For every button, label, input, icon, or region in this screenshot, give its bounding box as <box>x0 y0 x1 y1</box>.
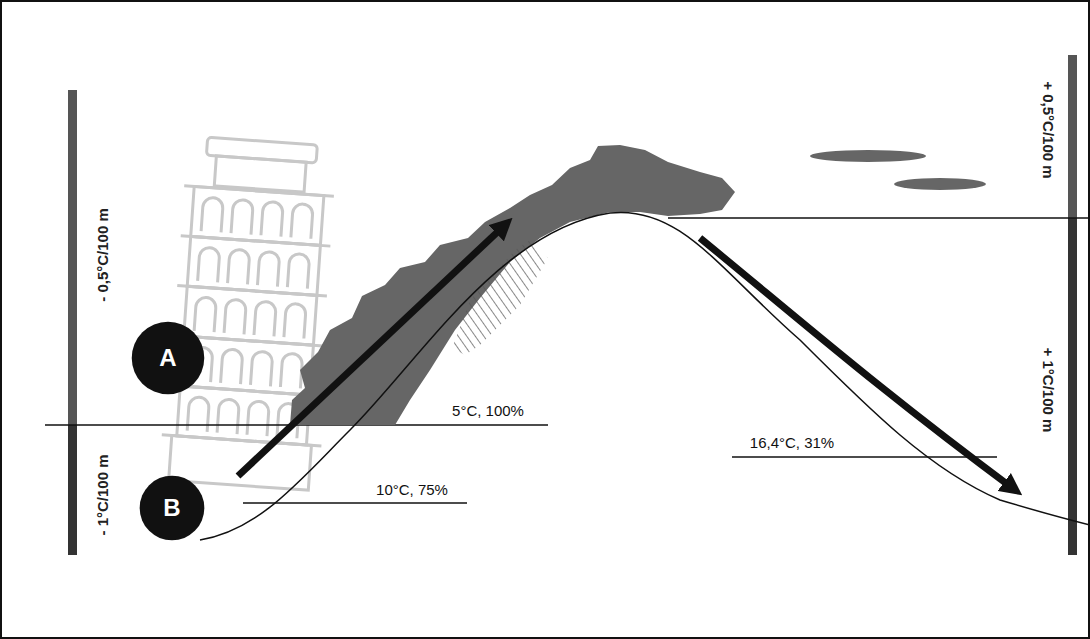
callout-circle: B <box>139 475 205 541</box>
gradient-bar <box>68 90 77 425</box>
callout-letter: A <box>159 346 176 370</box>
pisa-tower <box>159 136 343 491</box>
cloud <box>290 145 735 425</box>
mountain-profile <box>200 212 1090 540</box>
gradient-bar <box>1068 218 1077 555</box>
lapse-rate-label: - 1°C/100 m <box>95 454 112 535</box>
level-line <box>668 217 1090 218</box>
airflow-arrow <box>700 238 1015 490</box>
temperature-humidity-label: 10°C, 75% <box>376 482 448 499</box>
lapse-rate-label: + 1°C/100 m <box>1040 348 1057 433</box>
gradient-bar <box>1068 55 1077 218</box>
gradient-bar <box>68 425 77 555</box>
lapse-rate-label: + 0,5°C/100 m <box>1040 81 1057 178</box>
callout-circle: A <box>131 321 205 395</box>
temperature-humidity-label: 5°C, 100% <box>452 403 524 420</box>
cloud <box>810 150 926 162</box>
temperature-humidity-label: 16,4°C, 31% <box>750 435 834 452</box>
cloud <box>894 178 986 190</box>
airflow-arrow <box>238 224 506 476</box>
level-line <box>732 456 997 457</box>
lapse-rate-label: - 0,5°C/100 m <box>95 208 112 302</box>
callout-letter: B <box>163 496 180 520</box>
